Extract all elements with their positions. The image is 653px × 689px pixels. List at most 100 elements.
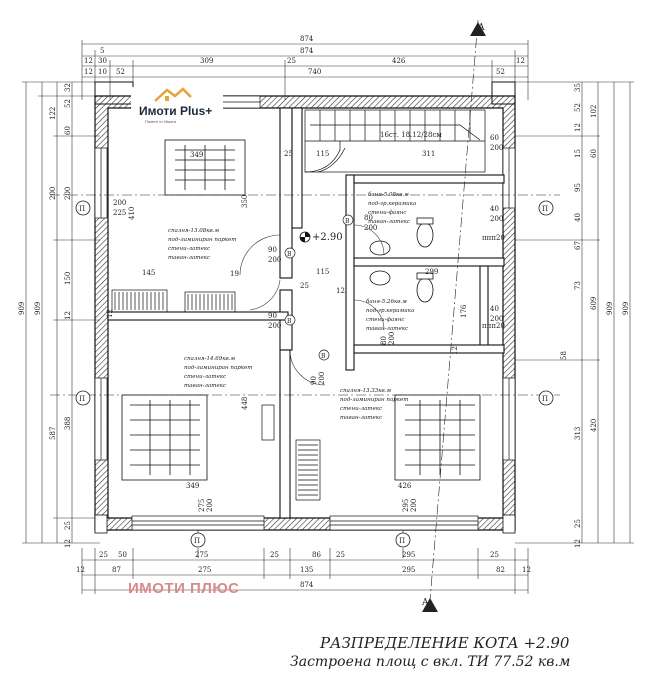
axis-label: П — [542, 205, 548, 213]
room-walls: стени-латекс — [168, 246, 210, 252]
dim-label: 122 — [49, 107, 57, 120]
room-label-bath1: баня-5.08кв.м под-гр.керамика стени-фаян… — [368, 191, 416, 225]
dim-label: 60 — [490, 134, 499, 142]
dim-label: 12 — [84, 57, 93, 65]
door-marks — [284, 214, 354, 361]
wardrobes — [111, 289, 321, 501]
section-label: A — [421, 598, 429, 608]
dim-label: 80 — [380, 336, 388, 345]
dim-label: 10 — [98, 68, 107, 76]
dim-label: 32 — [64, 83, 72, 92]
dim-label: 40 — [490, 205, 499, 213]
dim-label: 50 — [118, 551, 127, 559]
dim-label: 349 — [186, 482, 199, 490]
dim-label: 80 — [364, 214, 373, 222]
bottom-dim-labels: 25 50 275 25 86 25 295 25 12 87 275 135 … — [76, 551, 531, 589]
level-marker: +2.90 — [299, 231, 343, 243]
dim-label: 909 — [18, 302, 26, 315]
dim-label: 200 — [268, 256, 281, 264]
dim-label: 12 — [84, 68, 93, 76]
left-dim-labels: 909 909 122 60 200 200 150 587 388 12 25… — [18, 83, 72, 548]
dim-label: 115 — [316, 268, 329, 276]
dim-label: 67 — [574, 241, 582, 250]
dim-label: 15 — [574, 149, 582, 158]
room-label-bedroom3: спалня-13.33кв.м под-ламиниран паркет ст… — [340, 388, 409, 421]
dim-label: 12 — [106, 309, 114, 318]
dim-label: 95 — [574, 183, 582, 192]
top-dim-labels: 874 874 5 12 30 309 426 12 25 12 10 52 7… — [84, 35, 525, 76]
bath-fixtures — [369, 217, 434, 303]
interior-walls — [107, 107, 505, 519]
brand-tagline: Пазете от Имоти — [145, 119, 176, 124]
dim-label: 874 — [300, 35, 314, 43]
dim-label: 12 — [64, 311, 72, 320]
dim-label: 90 — [268, 246, 277, 254]
axis-label: П — [542, 395, 548, 403]
dim-label: 200 — [410, 499, 418, 512]
dim-label: 200 — [364, 224, 377, 232]
dim-label: 448 — [241, 397, 249, 410]
dim-label: 40 — [490, 305, 499, 313]
dim-label: 200 — [318, 372, 326, 385]
room-walls: стени-фаянс — [368, 209, 407, 216]
dim-label: 145 — [142, 269, 155, 277]
dim-label: 200 — [113, 199, 126, 207]
top-dimensions — [81, 40, 529, 100]
level-label: +2.90 — [312, 232, 343, 243]
axis-label: П — [194, 537, 200, 545]
inner-dim-labels: 349 349 426 448 350 410 200 225 145 115 … — [106, 134, 505, 512]
dim-label: 30 — [98, 57, 107, 65]
dim-label: 52 — [496, 68, 505, 76]
staircase — [304, 109, 486, 173]
dim-label: ппп20 — [482, 234, 505, 242]
dim-label: 420 — [590, 419, 598, 432]
dim-label: ппп20 — [482, 322, 505, 330]
stairs-label: 16ст. 18.12/28см — [380, 131, 442, 139]
dim-label: 86 — [312, 551, 321, 559]
dim-label: 176 — [460, 304, 468, 318]
axis-label: П — [79, 205, 85, 213]
room-floor: под-ламиниран паркет — [184, 365, 253, 371]
room-floor: под-ламиниран паркет — [168, 237, 237, 243]
dim-label: 295 — [402, 566, 415, 574]
dim-label: 25 — [490, 551, 499, 559]
dim-label: 740 — [308, 68, 321, 76]
brand-logo[interactable]: Имоти Plus+ Пазете от Имоти — [131, 87, 223, 127]
axis-label: П — [79, 395, 85, 403]
dim-label: 35 — [574, 83, 582, 92]
dim-label: 200 — [49, 187, 57, 200]
room-ceiling: таван-латекс — [368, 219, 410, 225]
room-ceiling: таван-латекс — [168, 255, 210, 261]
left-dimensions — [22, 81, 100, 544]
dim-label: 52 — [116, 68, 125, 76]
dim-label: 275 — [195, 551, 208, 559]
dim-label: 25 — [300, 282, 309, 290]
windows — [94, 95, 516, 531]
dim-label: 12 — [516, 57, 525, 65]
dim-label: 200 — [206, 499, 214, 512]
room-walls: стени-латекс — [340, 406, 382, 412]
dim-label: 388 — [64, 417, 72, 430]
plan-area: Застроена площ с вкл. ТИ 77.52 кв.м — [290, 654, 571, 670]
dim-label: 90 — [310, 376, 318, 385]
door-mark: B — [321, 353, 326, 360]
dim-label: 135 — [300, 566, 313, 574]
right-dim-labels: 909 909 609 102 60 15 95 40 67 73 313 42… — [560, 83, 630, 548]
dim-label: 311 — [422, 150, 435, 158]
axis-bubbles — [75, 200, 554, 548]
dim-label: 25 — [287, 57, 296, 65]
dim-label: 410 — [128, 207, 136, 220]
right-dimensions — [515, 81, 634, 544]
dim-label: 313 — [574, 427, 582, 440]
dim-label: 295 — [402, 499, 410, 512]
dim-label: 12 — [336, 287, 345, 295]
room-label-bedroom2: спалня-14.69кв.м под-ламиниран паркет ст… — [184, 356, 253, 389]
dim-label: 587 — [49, 427, 57, 440]
dim-label: 40 — [574, 213, 582, 222]
dim-label: 25 — [284, 150, 293, 158]
dim-label: 874 — [300, 47, 314, 55]
beds — [121, 139, 481, 481]
room-floor: под-гр.керамика — [366, 308, 414, 314]
dim-label: 19 — [230, 270, 239, 278]
